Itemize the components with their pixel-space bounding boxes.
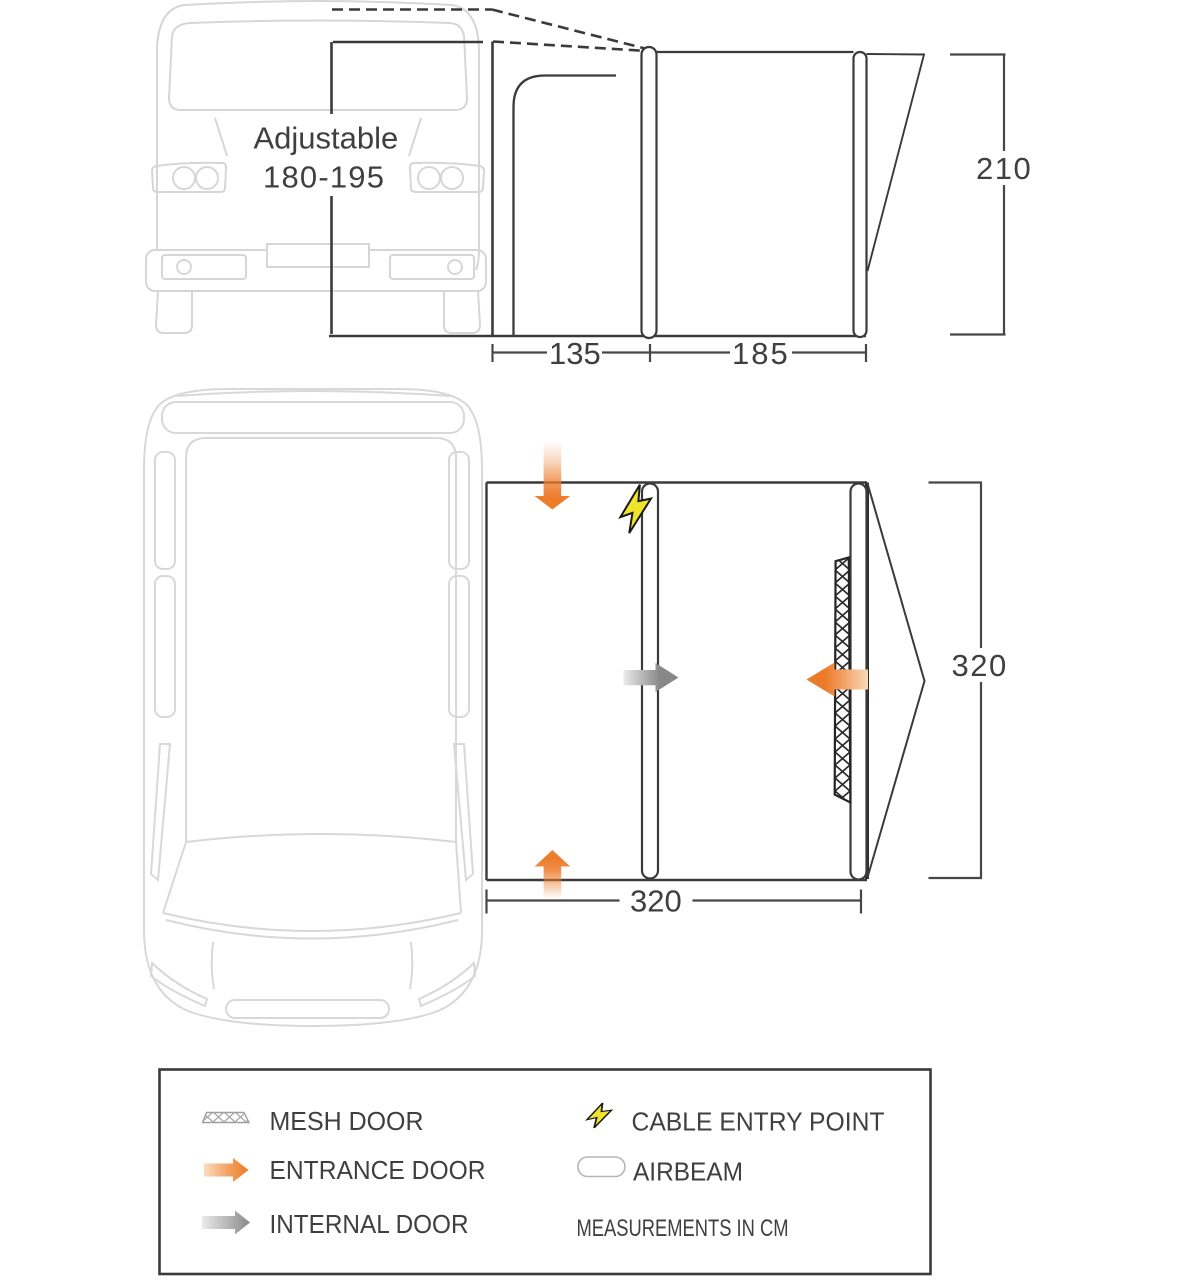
svg-text:185: 185 <box>732 336 790 371</box>
svg-text:320: 320 <box>952 648 1008 683</box>
svg-text:CABLE ENTRY POINT: CABLE ENTRY POINT <box>632 1107 885 1137</box>
svg-text:180-195: 180-195 <box>263 160 385 195</box>
svg-text:210: 210 <box>976 151 1032 186</box>
svg-text:320: 320 <box>630 884 682 919</box>
svg-text:Adjustable: Adjustable <box>254 121 399 156</box>
svg-text:AIRBEAM: AIRBEAM <box>633 1157 743 1187</box>
svg-text:135: 135 <box>549 336 601 371</box>
svg-text:MEASUREMENTS IN CM: MEASUREMENTS IN CM <box>577 1215 789 1242</box>
svg-text:MESH DOOR: MESH DOOR <box>270 1106 424 1136</box>
svg-text:ENTRANCE DOOR: ENTRANCE DOOR <box>270 1155 486 1185</box>
svg-text:INTERNAL DOOR: INTERNAL DOOR <box>270 1209 469 1239</box>
